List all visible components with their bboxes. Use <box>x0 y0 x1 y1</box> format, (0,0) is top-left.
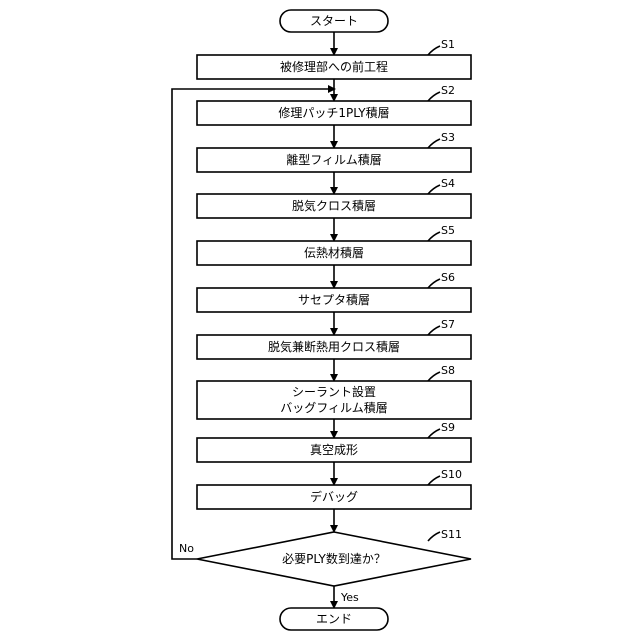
step-s8-text-line1: シーラント設置 <box>292 384 376 399</box>
step-s5-leader <box>428 232 440 241</box>
step-s8-text-line2: バッグフィルム積層 <box>280 400 388 415</box>
step-s4-leader <box>428 185 440 194</box>
step-s9-leader <box>428 429 440 438</box>
step-s9-text: 真空成形 <box>310 443 358 457</box>
step-s8-leader <box>428 372 440 381</box>
step-s8-id: S8 <box>441 364 455 377</box>
step-s5-text: 伝熱材積層 <box>304 245 364 260</box>
step-s6-id: S6 <box>441 271 455 284</box>
step-s2-leader <box>428 92 440 101</box>
decision-no-label: No <box>179 542 194 555</box>
step-s10-text: デバッグ <box>310 489 358 504</box>
step-s10-leader <box>428 476 440 485</box>
step-s1-text: 被修理部への前工程 <box>280 59 388 74</box>
step-s2-id: S2 <box>441 84 455 97</box>
step-s3-text: 離型フィルム積層 <box>286 152 382 167</box>
start-label: スタート <box>310 14 358 28</box>
step-s5-id: S5 <box>441 224 455 237</box>
step-s4-id: S4 <box>441 177 455 190</box>
end-terminal: エンド <box>280 608 388 630</box>
step-s7-text: 脱気兼断熱用クロス積層 <box>268 339 400 354</box>
step-s6-leader <box>428 279 440 288</box>
step-s3-id: S3 <box>441 131 455 144</box>
step-s7-id: S7 <box>441 318 455 331</box>
step-s4-text: 脱気クロス積層 <box>292 198 376 213</box>
step-s1-leader <box>428 46 440 55</box>
step-s2-text: 修理パッチ1PLY積層 <box>278 105 389 120</box>
step-s1-id: S1 <box>441 38 455 51</box>
decision-yes-label: Yes <box>340 591 359 604</box>
step-s3-leader <box>428 139 440 148</box>
decision-s11: 必要PLY数到達か？ S11 <box>197 528 471 586</box>
decision-s11-text: 必要PLY数到達か？ <box>282 551 386 566</box>
end-label: エンド <box>316 612 352 626</box>
step-s7-leader <box>428 326 440 335</box>
decision-s11-id: S11 <box>441 528 462 541</box>
step-s10-id: S10 <box>441 468 462 481</box>
decision-s11-leader <box>428 532 440 541</box>
step-s6-text: サセプタ積層 <box>298 292 370 307</box>
step-s9-id: S9 <box>441 421 455 434</box>
start-terminal: スタート <box>280 10 388 32</box>
